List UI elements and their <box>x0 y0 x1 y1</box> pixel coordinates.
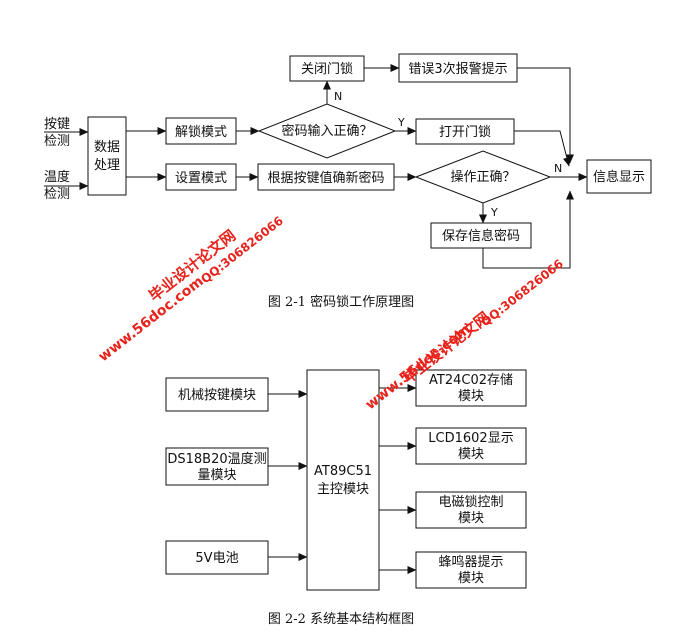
input-temp-line2: 检测 <box>44 187 70 202</box>
figure-2-block-diagram: 机械按键模块 DS18B20温度测 量模块 5V电池 AT89C51 主控模块 … <box>165 369 527 627</box>
mcu-line1: AT89C51 <box>314 464 372 479</box>
input-temp-line1: 温度 <box>44 169 70 185</box>
open-lock-label: 打开门锁 <box>439 124 491 140</box>
buzzer-module-line1: 蜂鸣器提示 <box>438 554 503 570</box>
lcd-module-line2: 模块 <box>458 447 484 462</box>
set-mode-box <box>165 163 237 191</box>
confirm-new-password-label: 根据按键值确新密码 <box>267 170 384 186</box>
data-processing-line1: 数据 <box>94 140 120 155</box>
buzzer-module-line2: 模块 <box>458 571 484 586</box>
unlock-mode-label: 解锁模式 <box>175 124 227 140</box>
lcd-module-line1: LCD1602显示 <box>428 431 513 446</box>
battery-module-label: 5V电池 <box>195 551 238 566</box>
lock-module-line2: 模块 <box>458 511 484 526</box>
password-correct-label: 密码输入正确？ <box>281 123 372 139</box>
close-lock-box <box>289 55 365 82</box>
ds18b20-module-line2: 量模块 <box>197 468 236 483</box>
open-lock-box <box>415 118 515 145</box>
label-n-up: N <box>334 90 342 103</box>
mcu-box <box>306 369 380 591</box>
buzzer-module-box <box>415 551 527 589</box>
watermark-left: 毕业设计论文网 QQ:306826066 www.56doc.com <box>96 214 286 366</box>
watermark-right-qq: QQ:306826066 <box>478 257 566 330</box>
save-info-box <box>430 222 532 249</box>
label-y-right: Y <box>397 116 405 129</box>
arrow-save-to-display <box>482 190 574 269</box>
info-display-box <box>586 159 652 194</box>
confirm-new-password-box <box>257 163 395 191</box>
close-lock-label: 关闭门锁 <box>301 61 353 77</box>
arrow-alarm-to-display <box>517 67 574 164</box>
eeprom-module-line1: AT24C02存储 <box>429 373 513 388</box>
data-processing-box <box>87 116 127 196</box>
lcd-module-box <box>415 427 527 465</box>
error-alarm-label: 错误3次报警提示 <box>408 61 507 77</box>
operation-correct-label: 操作正确？ <box>450 169 515 185</box>
mcu-line2: 主控模块 <box>317 482 369 497</box>
info-display-label: 信息显示 <box>593 169 645 185</box>
eeprom-module-line2: 模块 <box>458 389 484 404</box>
arrow-open-to-display <box>514 130 571 167</box>
ds18b20-module-box <box>165 447 269 486</box>
error-alarm-box <box>398 53 518 83</box>
mechanical-keys-module-label: 机械按键模块 <box>178 388 256 403</box>
input-keys-line1: 按键 <box>44 117 70 132</box>
set-mode-label: 设置模式 <box>175 171 227 186</box>
label-n-right: N <box>554 162 562 175</box>
lock-module-box <box>415 491 527 529</box>
input-keys-line2: 检测 <box>44 134 70 149</box>
lock-module-line1: 电磁锁控制 <box>438 494 503 510</box>
figure-2-caption: 图 2-2 系统基本结构框图 <box>268 612 414 627</box>
label-y-down: Y <box>490 206 498 219</box>
ds18b20-module-line1: DS18B20温度测 <box>167 451 266 467</box>
data-processing-line2: 处理 <box>94 158 120 173</box>
figure-1-flowchart: 按键 检测 温度 检测 数据 处理 解锁模式 密码输入正确？ N 关闭门锁 错误… <box>44 53 652 310</box>
save-info-label: 保存信息密码 <box>442 228 520 244</box>
figure-1-caption: 图 2-1 密码锁工作原理图 <box>268 294 414 310</box>
mechanical-keys-module-box <box>165 377 269 412</box>
eeprom-module-box <box>415 369 527 407</box>
